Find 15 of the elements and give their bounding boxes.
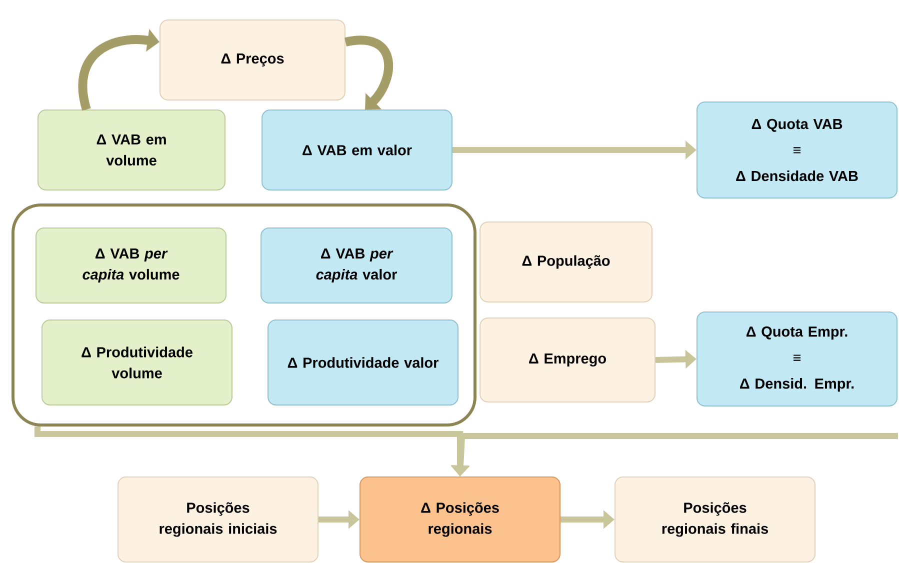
result-box: Δ Quota Empr. ≡ Δ Densid. Empr. xyxy=(696,312,898,406)
process-box: Posições regionais iniciais xyxy=(118,476,318,562)
group-frame xyxy=(12,204,476,426)
process-box: Δ VAB per capita valor xyxy=(260,228,452,304)
process-box: Δ Emprego xyxy=(480,318,656,402)
process-box: Δ Produtividade valor xyxy=(268,320,458,406)
process-box: Δ Posições regionais xyxy=(360,476,560,562)
process-box: Δ VAB per capita volume xyxy=(36,228,226,304)
process-box: Δ VAB em valor xyxy=(262,110,452,190)
process-box: Δ VAB em volume xyxy=(38,110,226,190)
process-box: Δ População xyxy=(480,222,652,302)
process-box: Posições regionais finais xyxy=(614,476,816,562)
process-box: Δ Produtividade volume xyxy=(42,320,232,406)
process-box: Δ Preços xyxy=(160,20,346,100)
result-box: Δ Quota VAB ≡ Δ Densidade VAB xyxy=(696,102,898,198)
